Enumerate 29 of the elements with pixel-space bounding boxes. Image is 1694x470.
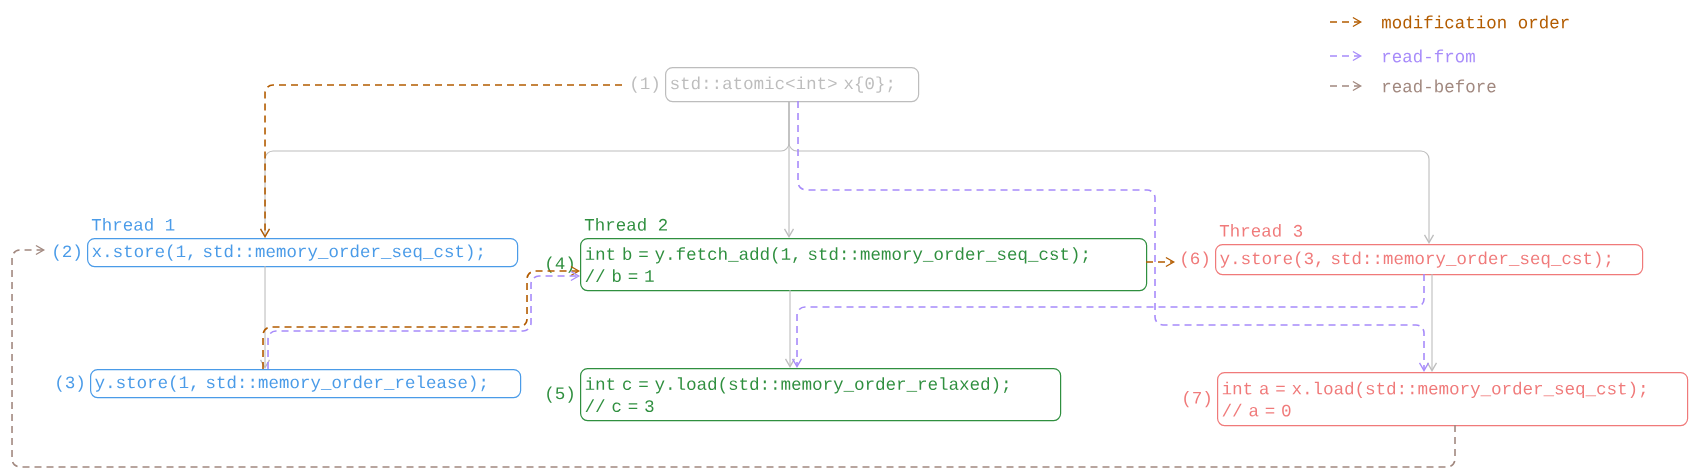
step-number: (3) bbox=[57, 375, 83, 392]
arrow bbox=[1426, 273, 1438, 372]
code-box: y.store(1, std::memory_order_release); bbox=[90, 369, 522, 399]
code-box: int b = y.fetch_add(1, std::memory_order_seq_cst); // b = 1 bbox=[580, 238, 1148, 292]
thread-heading: Thread 3 bbox=[1219, 223, 1303, 237]
step-number: (7) bbox=[1184, 390, 1210, 408]
legend-label: modification order bbox=[1382, 15, 1569, 29]
code-box: std::atomic<int> x{0}; bbox=[665, 67, 920, 103]
step-number: (6) bbox=[1182, 251, 1208, 268]
code-box: int c = y.load(std::memory_order_relaxed); // c = 3 bbox=[580, 368, 1062, 422]
arrow bbox=[1145, 256, 1175, 268]
arrow bbox=[791, 273, 1425, 368]
step-number: (5) bbox=[547, 386, 573, 403]
arrow bbox=[788, 100, 1435, 244]
code-box: int a = x.load(std::memory_order_seq_cst); // a = 0 bbox=[1217, 372, 1689, 427]
arrow bbox=[259, 265, 271, 369]
arrow bbox=[11, 244, 1456, 468]
step-number: (2) bbox=[54, 244, 80, 261]
thread-heading: Thread 1 bbox=[91, 217, 175, 231]
code-box: x.store(1, std::memory_order_seq_cst); bbox=[87, 238, 519, 268]
arrow bbox=[797, 100, 1430, 372]
code-box: y.store(3, std::memory_order_seq_cst); bbox=[1215, 244, 1644, 276]
legend-label: read-from bbox=[1383, 49, 1475, 63]
arrow bbox=[784, 289, 796, 368]
step-number: (4) bbox=[547, 256, 573, 273]
step-number: (1) bbox=[632, 76, 658, 93]
thread-heading: Thread 2 bbox=[584, 217, 667, 231]
arrow bbox=[259, 84, 623, 238]
legend-label: read-before bbox=[1383, 79, 1496, 93]
